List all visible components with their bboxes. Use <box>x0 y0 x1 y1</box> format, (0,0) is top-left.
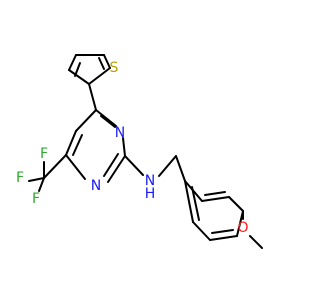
bond <box>74 62 81 77</box>
bond <box>65 154 86 180</box>
bond <box>191 186 200 221</box>
bond <box>158 155 177 177</box>
atom-labels: S N N F F F N H O <box>16 60 249 236</box>
bond <box>88 83 97 111</box>
bond <box>75 109 97 132</box>
oxygen-atom-label: O <box>237 220 248 236</box>
bond <box>228 196 244 212</box>
hydrogen-atom-label: H <box>145 186 156 202</box>
fluorine-atom-label: F <box>32 191 40 207</box>
bond <box>175 155 186 182</box>
bond <box>88 67 111 85</box>
bond <box>100 115 116 128</box>
bond <box>192 221 211 241</box>
sulfur-atom-label: S <box>110 60 119 76</box>
bond <box>201 196 230 202</box>
bond <box>209 235 238 241</box>
bond <box>72 134 83 156</box>
nitrogen-atom-label: N <box>115 125 125 141</box>
nitrogen-atom-label: N <box>91 178 101 194</box>
bond <box>68 54 77 71</box>
bond <box>28 177 45 182</box>
bond <box>122 137 126 157</box>
bond <box>249 235 263 249</box>
structure-canvas: S N N F F F N H O <box>16 54 263 249</box>
molecule-drawing: S N N F F F N H O <box>16 54 263 249</box>
bond <box>211 229 234 234</box>
bond <box>184 180 194 223</box>
nitrogen-atom-label: N <box>145 173 155 189</box>
bonds <box>28 54 263 249</box>
bond <box>38 177 45 192</box>
bond <box>124 155 144 176</box>
bond <box>204 191 226 196</box>
bond <box>43 154 67 179</box>
bond <box>65 130 77 156</box>
bond <box>95 109 117 127</box>
fluorine-atom-label: F <box>16 170 24 186</box>
bond <box>68 69 90 85</box>
bond <box>103 54 111 69</box>
bond <box>103 153 119 177</box>
fluorine-atom-label: F <box>40 146 48 162</box>
bond <box>107 155 126 183</box>
bond <box>98 57 105 70</box>
